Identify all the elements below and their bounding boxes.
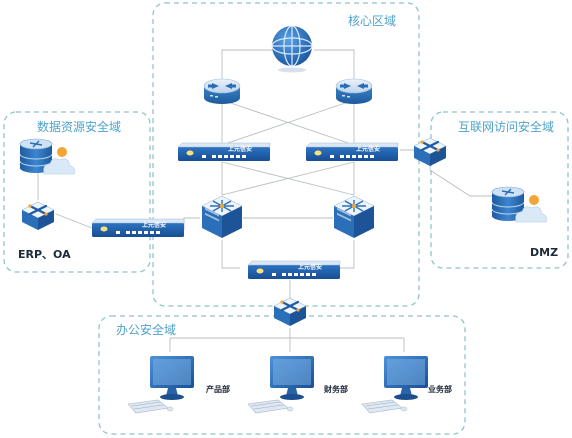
computer-icon-finance	[247, 355, 315, 414]
office-zone-label: 办公安全域	[116, 322, 176, 337]
router-icon-right	[335, 78, 373, 105]
switch-icon-data-zone	[20, 200, 56, 232]
router-icon-left	[203, 78, 241, 105]
internet-zone-label: 互联网访问安全域	[458, 119, 554, 134]
internet-zone-border	[430, 111, 569, 269]
finance-dept-label: 财务部	[323, 384, 348, 394]
erp-oa-label: ERP、OA	[18, 248, 71, 261]
firewall-brand-labels: 上元信安 上元信安 上元信安 上元信安	[142, 145, 380, 271]
database-cloud-icon-data-zone	[19, 138, 76, 175]
product-dept-label: 产品部	[206, 384, 230, 394]
core-zone-label: 核心区域	[348, 14, 396, 28]
core-switch-icon-left	[201, 195, 243, 239]
firewall-brand-text: 上元信安	[298, 263, 322, 271]
network-links	[37, 49, 500, 352]
computer-icon-product	[127, 355, 195, 414]
data-zone-label: 数据资源安全域	[37, 119, 121, 134]
internet-globe-icon	[271, 25, 313, 73]
firewall-brand-text: 上元信安	[356, 145, 380, 153]
database-cloud-icon-dmz	[491, 186, 548, 223]
firewall-icon-top-left	[177, 142, 271, 162]
computer-icon-business	[361, 355, 429, 414]
firewall-brand-text: 上元信安	[142, 221, 166, 229]
dmz-label: DMZ	[530, 246, 558, 259]
firewall-icon-left	[91, 218, 185, 238]
firewall-brand-text: 上元信安	[228, 145, 252, 153]
core-switch-icon-right	[333, 195, 375, 239]
switch-icon-office-zone	[272, 296, 308, 328]
firewall-icon-bottom	[247, 260, 341, 280]
business-dept-label: 业务部	[428, 384, 452, 394]
firewall-icon-top-right	[305, 142, 399, 162]
data-zone-border	[3, 111, 151, 273]
